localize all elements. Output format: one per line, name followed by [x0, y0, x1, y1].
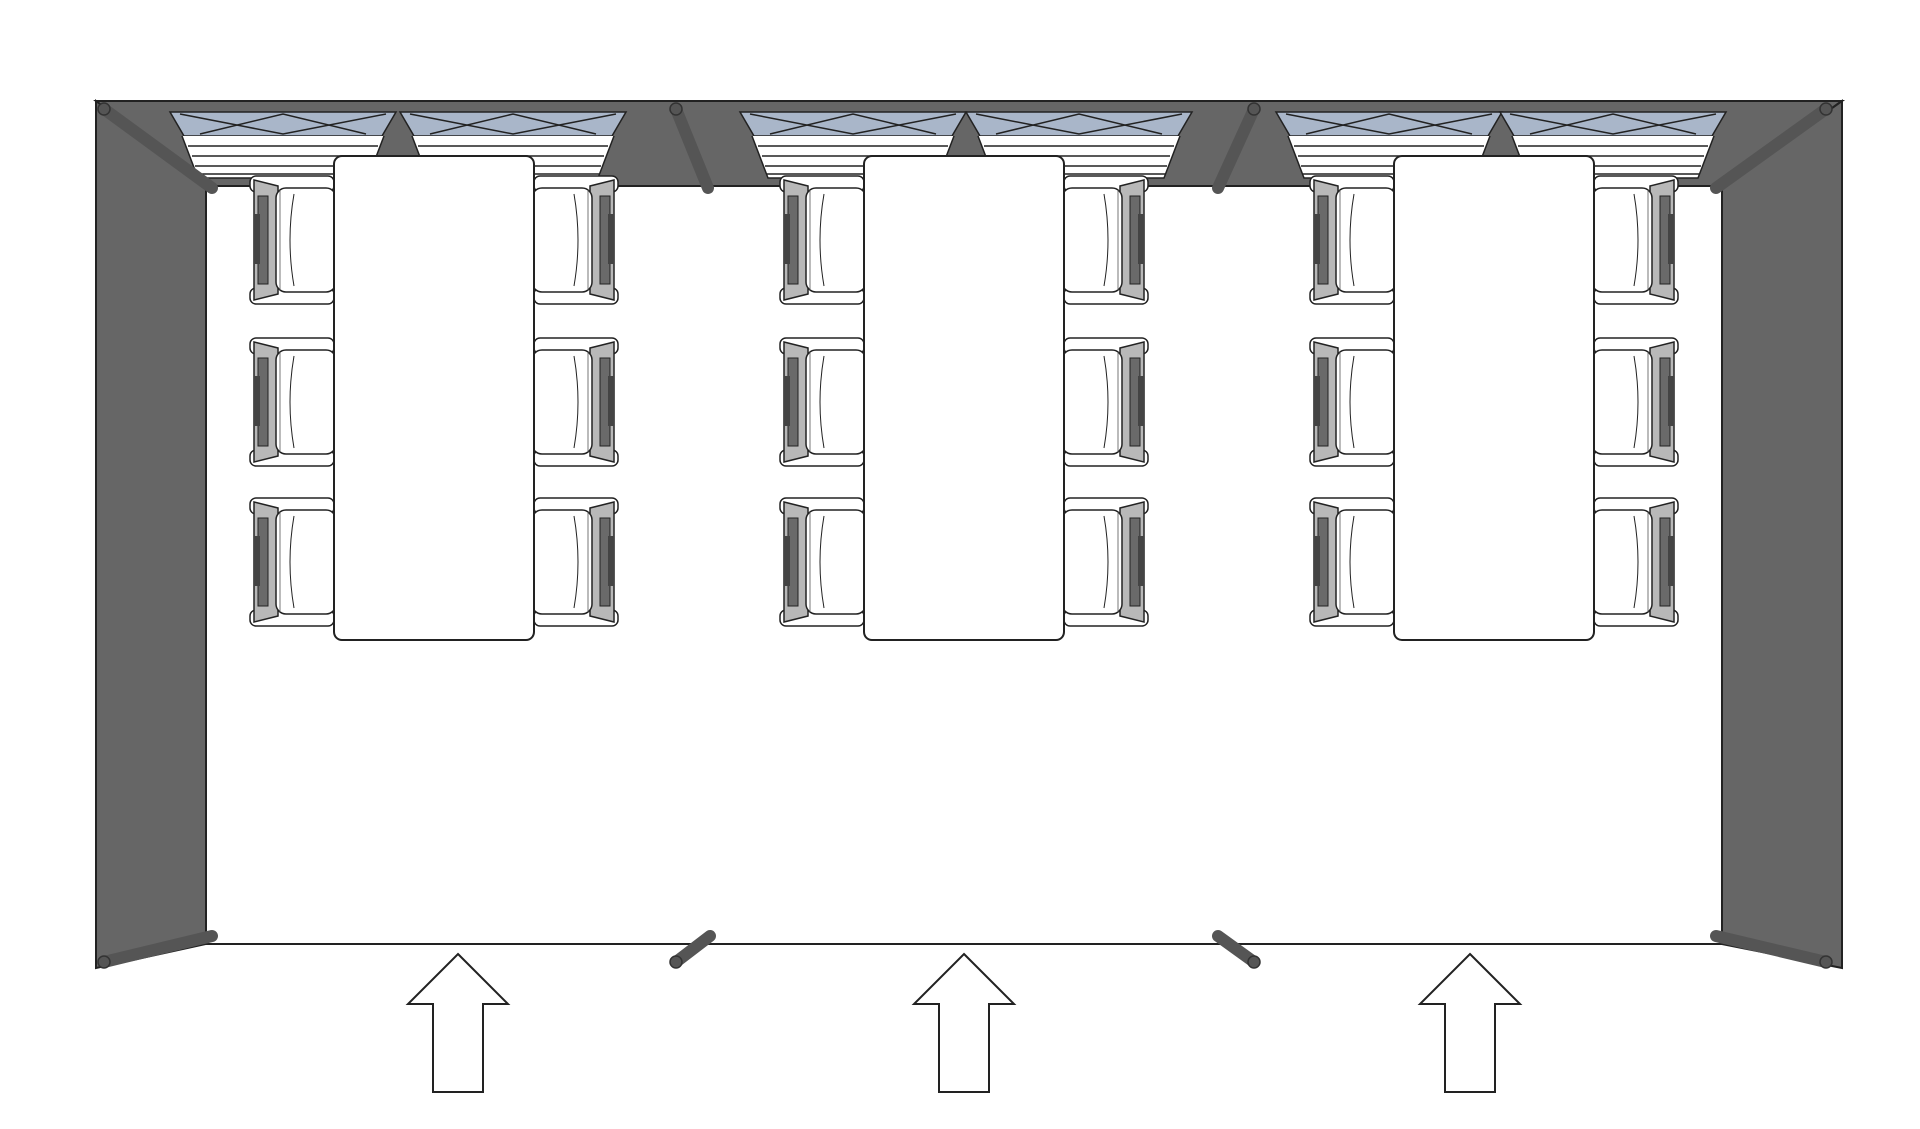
post-rod — [1710, 930, 1832, 968]
post-rod — [670, 103, 714, 194]
bay — [779, 155, 1149, 641]
entry-arrow-icon — [1419, 953, 1521, 1093]
chair-left — [249, 497, 337, 627]
chair-right — [1591, 497, 1679, 627]
post-rod — [1212, 930, 1260, 968]
bay — [249, 155, 619, 641]
chair-right — [1061, 497, 1149, 627]
chair-left — [249, 337, 337, 467]
chair-right — [531, 497, 619, 627]
post-rod — [1212, 103, 1260, 194]
post-rod — [1710, 103, 1832, 194]
post-cap — [1247, 955, 1261, 969]
chair-right — [1591, 337, 1679, 467]
chair-left — [249, 175, 337, 305]
chair-left — [779, 497, 867, 627]
post-rod — [98, 930, 218, 968]
chair-left — [1309, 337, 1397, 467]
post-rod — [98, 103, 218, 194]
right-side-wall — [1721, 99, 1843, 970]
chair-right — [1591, 175, 1679, 305]
entry-arrow-icon — [913, 953, 1015, 1093]
table — [863, 155, 1065, 641]
post-rod — [670, 930, 716, 968]
post-cap — [97, 102, 111, 116]
left-side-wall — [95, 98, 207, 970]
chair-right — [531, 337, 619, 467]
post-cap — [1819, 102, 1833, 116]
seating-bays — [249, 155, 1679, 641]
chair-right — [1061, 337, 1149, 467]
post-cap — [1247, 102, 1261, 116]
bay — [1309, 155, 1679, 641]
table — [1393, 155, 1595, 641]
chair-left — [779, 337, 867, 467]
chair-right — [531, 175, 619, 305]
post-cap — [1819, 955, 1833, 969]
chair-left — [779, 175, 867, 305]
posts — [97, 102, 1833, 969]
chair-right — [1061, 175, 1149, 305]
post-cap — [669, 102, 683, 116]
entrances — [407, 953, 1521, 1093]
post-cap — [669, 955, 683, 969]
entry-arrow-icon — [407, 953, 509, 1093]
chair-left — [1309, 175, 1397, 305]
table — [333, 155, 535, 641]
post-cap — [97, 955, 111, 969]
chair-left — [1309, 497, 1397, 627]
